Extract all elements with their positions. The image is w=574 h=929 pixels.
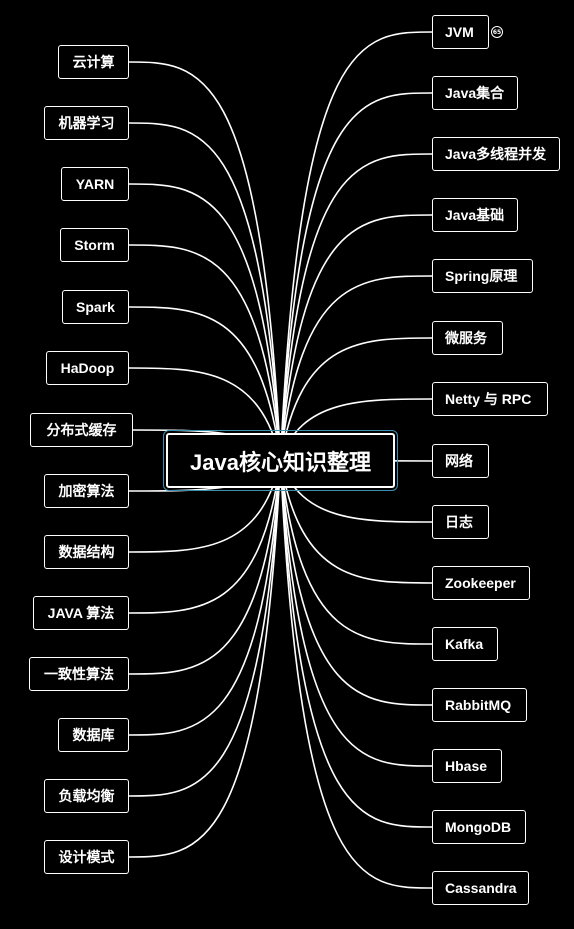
central-topic-label: Java核心知识整理	[190, 449, 371, 475]
branch-label: 分布式缓存	[46, 422, 117, 438]
connector-line	[279, 460, 433, 584]
branch-node-design-patterns[interactable]: 设计模式	[44, 840, 129, 874]
connector-line	[279, 337, 433, 461]
connector-line	[279, 153, 433, 461]
branch-node-consistency-algorithms[interactable]: 一致性算法	[29, 657, 129, 691]
branch-node-rabbitmq[interactable]: RabbitMQ	[432, 688, 527, 722]
branch-node-spark[interactable]: Spark	[62, 290, 129, 324]
branch-label: 加密算法	[58, 483, 115, 499]
branch-node-hbase[interactable]: Hbase	[432, 749, 502, 783]
branch-node-logging[interactable]: 日志	[432, 505, 489, 539]
connector-line	[128, 460, 282, 797]
branch-node-cloud-computing[interactable]: 云计算	[58, 45, 129, 79]
branch-label: 云计算	[72, 54, 115, 70]
connector-line	[279, 460, 433, 767]
branch-label: 一致性算法	[44, 666, 114, 682]
connector-line	[128, 183, 282, 461]
collapsed-count-badge[interactable]: 65	[491, 26, 503, 38]
branch-label: 网络	[445, 453, 473, 469]
connector-line	[128, 460, 282, 614]
connector-line	[128, 460, 282, 675]
branch-node-encryption-algorithms[interactable]: 加密算法	[44, 474, 129, 508]
connector-line	[128, 460, 282, 553]
branch-label: Netty 与 RPC	[445, 391, 532, 407]
branch-node-machine-learning[interactable]: 机器学习	[44, 106, 129, 140]
branch-label: 负载均衡	[58, 788, 115, 804]
branch-label: Hbase	[445, 758, 488, 774]
branch-node-kafka[interactable]: Kafka	[432, 627, 498, 661]
branch-label: 数据结构	[58, 544, 115, 560]
central-topic[interactable]: Java核心知识整理	[163, 430, 398, 491]
connector-line	[279, 275, 433, 461]
branch-label: 设计模式	[58, 849, 115, 865]
branch-node-hadoop[interactable]: HaDoop	[46, 351, 129, 385]
branch-label: Zookeeper	[445, 575, 516, 591]
branch-node-netty-rpc[interactable]: Netty 与 RPC	[432, 382, 548, 416]
connector-line	[279, 460, 433, 828]
branch-label: JVM	[445, 24, 474, 40]
branch-label: Java多线程并发	[445, 146, 547, 162]
branch-label: 日志	[445, 514, 473, 530]
connector-line	[279, 214, 433, 461]
branch-label: Cassandra	[445, 880, 517, 896]
branch-label: Kafka	[445, 636, 484, 652]
branch-node-jvm[interactable]: JVM	[432, 15, 489, 49]
branch-label: YARN	[75, 176, 115, 192]
branch-label: Storm	[74, 237, 115, 253]
connector-line	[128, 460, 282, 858]
branch-label: JAVA 算法	[47, 605, 115, 621]
branch-label: HaDoop	[60, 360, 115, 376]
branch-node-network[interactable]: 网络	[432, 444, 489, 478]
connector-line	[128, 367, 282, 461]
branch-label: Java基础	[445, 207, 505, 223]
branch-node-java-basics[interactable]: Java基础	[432, 198, 518, 232]
connector-line	[279, 460, 433, 706]
branch-node-data-structures[interactable]: 数据结构	[44, 535, 129, 569]
branch-node-yarn[interactable]: YARN	[61, 167, 129, 201]
connector-line	[128, 244, 282, 461]
branch-label: Spring原理	[445, 268, 518, 284]
branch-node-java-concurrency[interactable]: Java多线程并发	[432, 137, 560, 171]
connector-line	[128, 122, 282, 461]
branch-label: Java集合	[445, 85, 505, 101]
branch-node-database[interactable]: 数据库	[58, 718, 129, 752]
branch-node-load-balancing[interactable]: 负载均衡	[44, 779, 129, 813]
branch-label: 微服务	[445, 330, 487, 346]
branch-node-distributed-cache[interactable]: 分布式缓存	[30, 413, 133, 447]
connector-line	[279, 460, 433, 889]
connector-line	[279, 92, 433, 461]
connector-line	[279, 31, 433, 461]
branch-node-spring-principles[interactable]: Spring原理	[432, 259, 533, 293]
connector-line	[279, 460, 433, 645]
branch-node-mongodb[interactable]: MongoDB	[432, 810, 526, 844]
branch-label: MongoDB	[445, 819, 512, 835]
connector-line	[128, 306, 282, 461]
branch-node-java-collections[interactable]: Java集合	[432, 76, 518, 110]
connector-line	[128, 460, 282, 736]
branch-node-zookeeper[interactable]: Zookeeper	[432, 566, 530, 600]
branch-label: 数据库	[72, 727, 115, 743]
branch-node-cassandra[interactable]: Cassandra	[432, 871, 529, 905]
branch-label: RabbitMQ	[445, 697, 512, 713]
connector-line	[128, 61, 282, 461]
branch-label: Spark	[76, 299, 115, 315]
branch-node-java-algorithms[interactable]: JAVA 算法	[33, 596, 129, 630]
branch-node-storm[interactable]: Storm	[60, 228, 129, 262]
branch-label: 机器学习	[58, 115, 115, 131]
branch-node-microservices[interactable]: 微服务	[432, 321, 503, 355]
